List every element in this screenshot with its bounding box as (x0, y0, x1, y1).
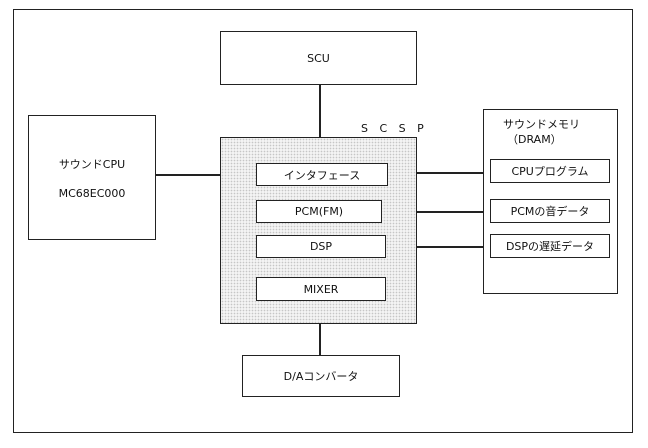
dac-box: D/Aコンバータ (242, 355, 400, 397)
interface-label: インタフェース (283, 168, 361, 182)
cpu-interface-connector (155, 174, 257, 176)
dsp-box: DSP (256, 235, 386, 258)
pcm-label: PCM(FM) (294, 205, 344, 218)
mixer-box: MIXER (256, 277, 386, 301)
dac-label: D/Aコンバータ (283, 370, 359, 383)
pcm-sound-data-connector (381, 211, 491, 213)
scsp-label: S C S P (361, 122, 428, 135)
scsp-dac-connector (319, 300, 321, 356)
pcm-box: PCM(FM) (256, 200, 382, 223)
scu-scsp-connector (319, 84, 321, 164)
dsp-delay-data-label: DSPの遅延データ (505, 240, 595, 253)
scu-label: SCU (307, 51, 330, 65)
sound-cpu-box: サウンドCPU MC68EC000 (28, 115, 156, 240)
memory-item: PCMの音データ (490, 199, 610, 223)
sound-memory-title: サウンドメモリ (503, 118, 580, 131)
dsp-delay-data-connector (385, 246, 491, 248)
dsp-label: DSP (309, 240, 333, 253)
sound-cpu-model: MC68EC000 (58, 186, 126, 200)
cpu-program-label: CPUプログラム (511, 165, 589, 178)
memory-item: CPUプログラム (490, 159, 610, 183)
sound-memory-subtitle: （DRAM） (507, 133, 562, 146)
interface-box: インタフェース (256, 163, 388, 186)
sound-cpu-label: サウンドCPU (58, 157, 126, 171)
pcm-sound-data-label: PCMの音データ (510, 205, 590, 218)
diagram-frame (13, 9, 633, 433)
interface-cpu-program-connector (387, 172, 491, 174)
scu-box: SCU (220, 31, 417, 85)
mixer-label: MIXER (303, 282, 339, 296)
memory-item: DSPの遅延データ (490, 234, 610, 258)
